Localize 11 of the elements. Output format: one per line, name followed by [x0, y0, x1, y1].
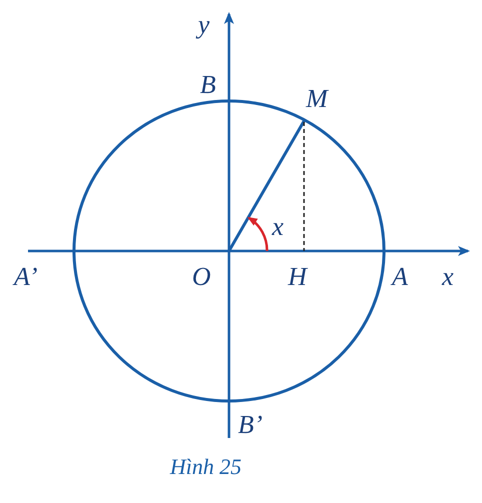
- point-label: A’: [14, 264, 38, 290]
- point-label: M: [306, 86, 328, 112]
- point-label: B’: [238, 412, 263, 438]
- axis-label: y: [198, 12, 210, 38]
- angle-label: x: [272, 214, 284, 240]
- point-label: O: [192, 264, 211, 290]
- point-label: A: [392, 264, 408, 290]
- point-label: H: [288, 264, 307, 290]
- caption: Hình 25: [170, 456, 242, 478]
- axis-label: x: [442, 264, 454, 290]
- point-label: B: [200, 72, 216, 98]
